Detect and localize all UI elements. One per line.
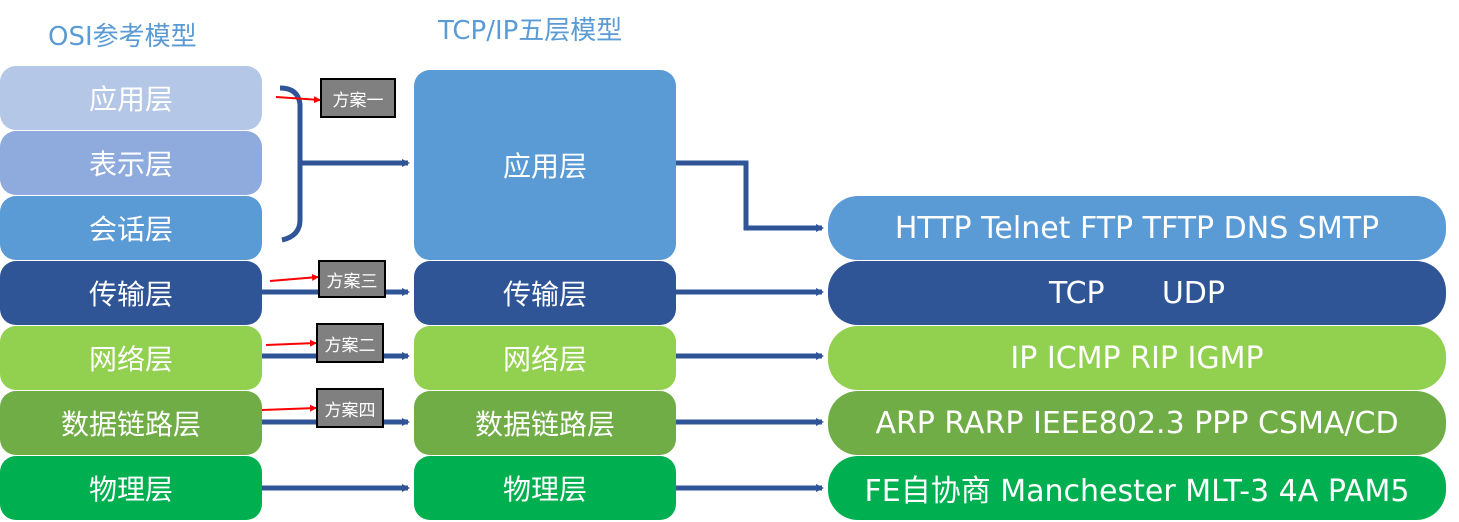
osi-datalink-layer: 数据链路层 — [0, 391, 262, 455]
pointer-plan-3 — [269, 274, 319, 282]
osi-presentation-layer: 表示层 — [0, 131, 262, 195]
pointer-plan-1 — [275, 96, 321, 104]
pointer-plan-2 — [265, 339, 317, 347]
upper-layers-brace — [279, 85, 303, 243]
tcpip-physical-layer: 物理层 — [414, 456, 676, 520]
protocols-application: HTTP Telnet FTP TFTP DNS SMTP — [828, 196, 1446, 260]
plan-2-label: 方案二 — [316, 323, 384, 363]
protocols-datalink: ARP RARP IEEE802.3 PPP CSMA/CD — [828, 391, 1446, 455]
osi-application-layer: 应用层 — [0, 66, 262, 130]
protocols-transport: TCP UDP — [828, 261, 1446, 325]
osi-model-title: OSI参考模型 — [48, 22, 197, 52]
osi-transport-layer: 传输层 — [0, 261, 262, 325]
plan-3-label: 方案三 — [318, 260, 386, 298]
osi-session-layer: 会话层 — [0, 196, 262, 260]
tcpip-model-title: TCP/IP五层模型 — [438, 16, 623, 46]
plan-4-label: 方案四 — [316, 388, 384, 428]
tcpip-datalink-layer: 数据链路层 — [414, 391, 676, 455]
tcpip-application-layer: 应用层 — [414, 70, 676, 260]
osi-network-layer: 网络层 — [0, 326, 262, 390]
arrow-tcpip-app-to-protocols — [676, 160, 824, 232]
tcpip-network-layer: 网络层 — [414, 326, 676, 390]
osi-physical-layer: 物理层 — [0, 456, 262, 520]
protocols-network: IP ICMP RIP IGMP — [828, 326, 1446, 390]
tcpip-transport-layer: 传输层 — [414, 261, 676, 325]
plan-1-label: 方案一 — [320, 78, 396, 118]
pointer-plan-4 — [261, 404, 317, 412]
protocols-physical: FE自协商 Manchester MLT-3 4A PAM5 — [828, 456, 1446, 520]
